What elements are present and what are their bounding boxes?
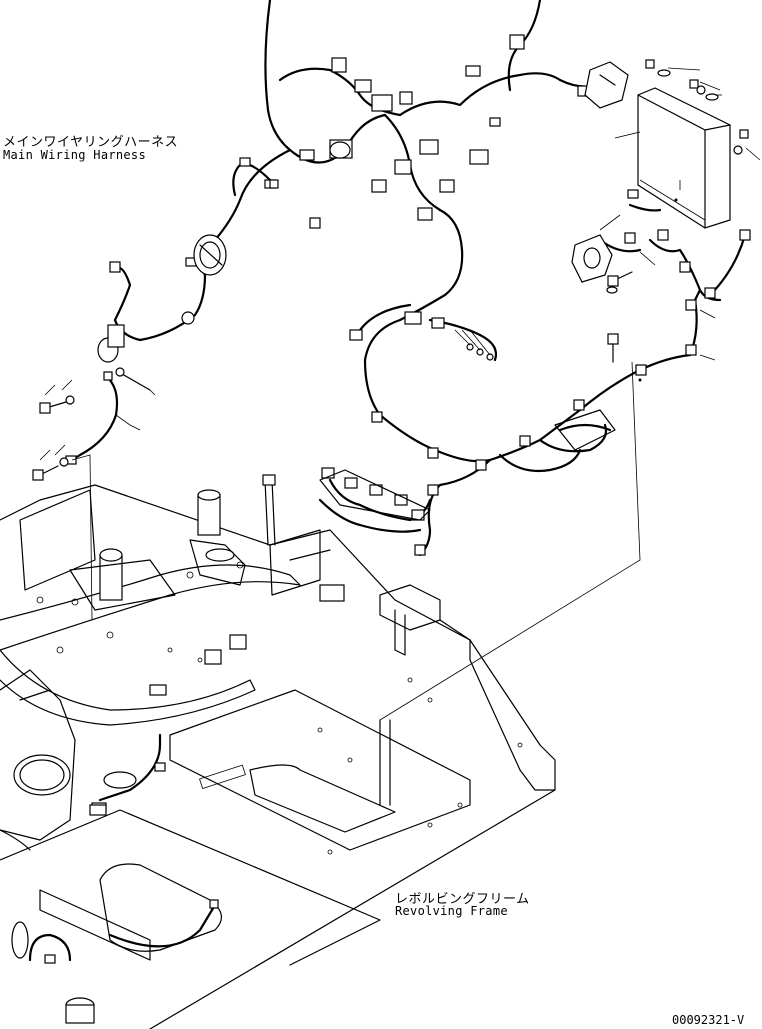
drawing-code: 00092321-V <box>672 1013 745 1027</box>
controller-unit <box>571 59 749 363</box>
frame-label-ja: レボルビングフリーム <box>395 892 530 907</box>
callout-dots <box>638 198 678 382</box>
harness-label-en: Main Wiring Harness <box>3 148 146 162</box>
harness-label-ja: メインワイヤリングハーネス <box>3 135 179 150</box>
harness-connectors <box>97 34 751 556</box>
frame-label-en: Revolving Frame <box>395 904 508 918</box>
main-wiring-harness <box>113 0 747 557</box>
ground-strap-assembly <box>32 367 151 621</box>
leader-lines <box>129 67 761 721</box>
revolving-frame <box>0 474 556 1029</box>
frame-holes <box>36 561 523 855</box>
